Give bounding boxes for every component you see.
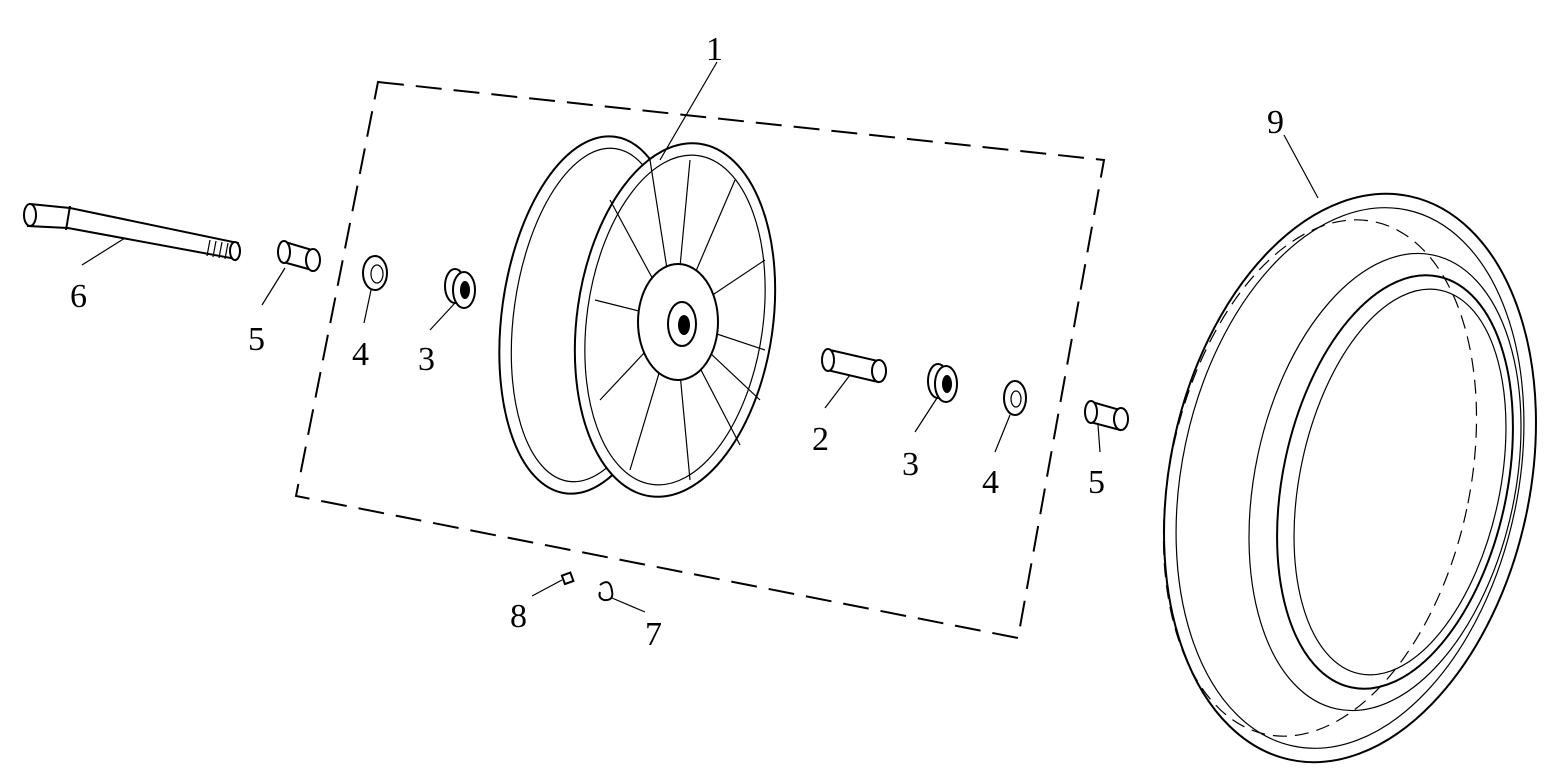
assembly-group-box <box>294 80 1106 640</box>
wheel-rim-part <box>498 135 777 498</box>
tire-part <box>1162 192 1537 764</box>
callout-5-right: 5 <box>1088 464 1105 501</box>
callout-4-left: 4 <box>352 336 369 373</box>
callout-6: 6 <box>70 278 87 315</box>
seal-left-part <box>362 255 388 291</box>
callout-9: 9 <box>1267 104 1284 141</box>
callout-1: 1 <box>706 31 723 68</box>
seal-right-part <box>1003 380 1027 416</box>
center-spacer-part <box>821 348 887 384</box>
callout-labels: 1 2 3 3 4 4 5 5 6 7 8 9 <box>70 31 1284 653</box>
bearing-left-part <box>444 268 476 309</box>
collar-right-part <box>1084 400 1129 432</box>
callout-4-right: 4 <box>982 464 999 501</box>
callout-8: 8 <box>510 598 527 635</box>
collar-left-part <box>277 240 321 272</box>
callout-2: 2 <box>812 421 829 458</box>
bearing-right-part <box>927 363 958 403</box>
callout-7: 7 <box>645 616 662 653</box>
valve-part <box>598 581 614 602</box>
leader-lines <box>81 61 1319 613</box>
callout-3-right: 3 <box>902 446 919 483</box>
callout-5-left: 5 <box>248 321 265 358</box>
axle-part <box>23 202 241 261</box>
valve-cap-part <box>560 571 575 586</box>
callout-3-left: 3 <box>418 341 435 378</box>
